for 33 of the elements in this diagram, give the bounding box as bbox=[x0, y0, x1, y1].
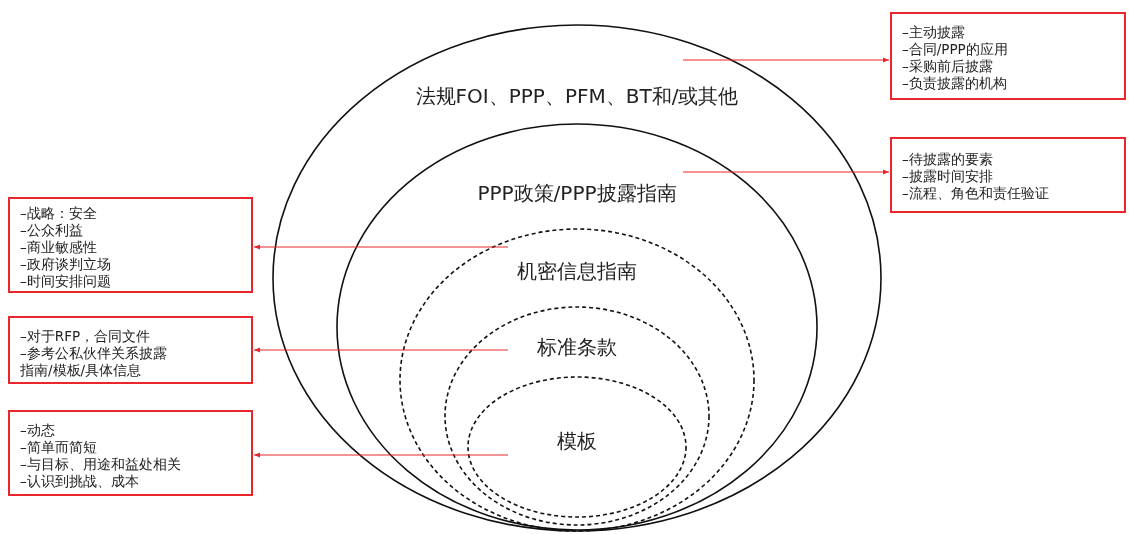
note-box bbox=[8, 410, 253, 496]
list-item: –商业敏感性 bbox=[20, 239, 98, 256]
list-item: –公众利益 bbox=[20, 222, 84, 239]
region-label: PPP政策/PPP披露指南 bbox=[476, 181, 678, 205]
arrow bbox=[682, 169, 890, 175]
list-item: –采购前后披露 bbox=[902, 58, 994, 75]
note-box bbox=[890, 12, 1126, 100]
list-item: –简单而简短 bbox=[20, 439, 98, 456]
arrow bbox=[682, 57, 890, 63]
list-item: –待披露的要素 bbox=[902, 151, 994, 168]
list-item: –战略：安全 bbox=[20, 205, 98, 222]
list-item: –参考公私伙伴关系披露指南/模板/具体信息 bbox=[20, 345, 168, 379]
list-item: –与目标、用途和益处相关 bbox=[20, 456, 182, 473]
list-item: –动态 bbox=[20, 422, 56, 439]
note-box bbox=[8, 197, 253, 293]
note-box bbox=[890, 137, 1126, 213]
list-item: –对于RFP，合同文件 bbox=[20, 328, 152, 345]
region-label: 机密信息指南 bbox=[516, 259, 638, 283]
region-label: 法规FOI、PPP、PFM、BT和/或其他 bbox=[414, 84, 740, 108]
list-item: –披露时间安排 bbox=[902, 168, 994, 185]
region-label: 模板 bbox=[556, 429, 598, 453]
arrow bbox=[253, 347, 509, 353]
list-item: –流程、角色和责任验证 bbox=[902, 185, 1050, 202]
list-item: –认识到挑战、成本 bbox=[20, 473, 140, 490]
list-item: –主动披露 bbox=[902, 24, 966, 41]
list-item: –政府谈判立场 bbox=[20, 256, 112, 273]
list-item: –时间安排问题 bbox=[20, 273, 112, 290]
note-box bbox=[8, 316, 253, 384]
arrow bbox=[253, 452, 509, 458]
arrow bbox=[253, 244, 509, 250]
list-item: –合同/PPP的应用 bbox=[902, 41, 1009, 58]
region-label: 标准条款 bbox=[536, 335, 618, 359]
list-item: –负责披露的机构 bbox=[902, 75, 1008, 92]
